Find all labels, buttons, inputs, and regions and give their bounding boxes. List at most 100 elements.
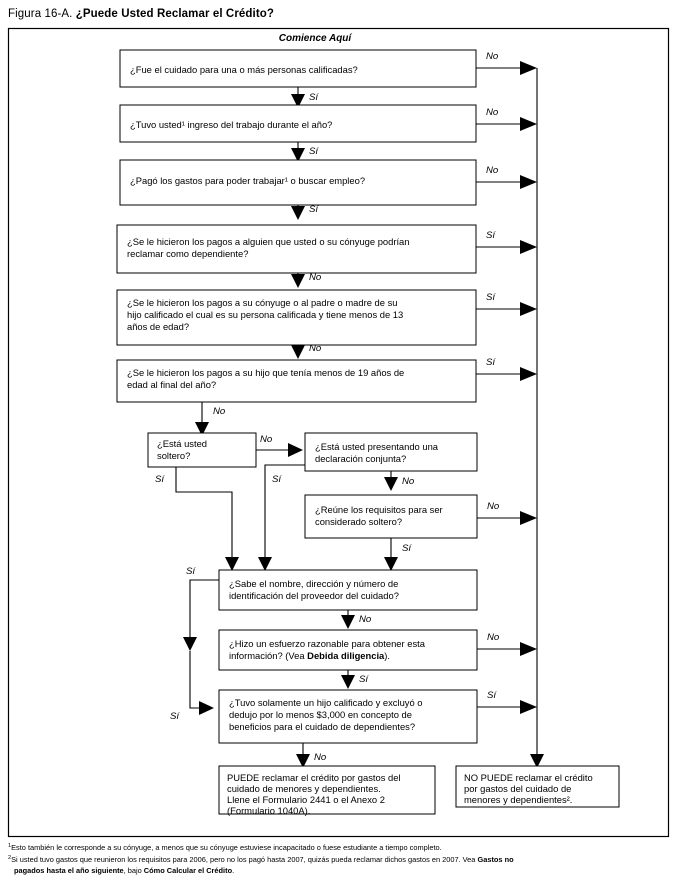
node-q12-line-2: dedujo por lo menos $3,000 en concepto d… <box>229 709 412 720</box>
edge-q1-no-arrowhead <box>520 61 537 75</box>
edge-q4-si-arrowhead <box>520 240 537 254</box>
footnote-2-end: . <box>232 866 234 875</box>
edge-q8-no-arrowhead <box>384 477 398 491</box>
edge-q9-no-arrowhead <box>520 511 537 525</box>
edge-q8-si-label: Sí <box>272 474 282 485</box>
edge-q2-si-label: Sí <box>309 146 319 157</box>
edge-q4-no-arrowhead <box>291 274 305 288</box>
edge-q11-no-arrowhead <box>520 642 537 656</box>
edge-q3-no-arrowhead <box>520 175 537 189</box>
edge-q2-no-label: No <box>486 107 499 118</box>
node-q8-line-1: ¿Está usted presentando una <box>315 441 439 452</box>
edge-q3-si-arrowhead <box>291 206 305 220</box>
edge-q5-no-label: No <box>309 343 322 354</box>
node-result-no-line-3: menores y dependientes². <box>464 794 572 805</box>
node-q7-line-2: soltero? <box>157 450 190 461</box>
node-q8[interactable] <box>304 432 478 472</box>
node-result-yes-line-1: PUEDE reclamar el crédito por gastos del <box>227 772 401 783</box>
node-result-yes-line-2: cuidado de menores y dependientes. <box>227 783 381 794</box>
node-q11-line-1: ¿Hizo un esfuerzo razonable para obtener… <box>229 638 426 649</box>
node-q6-line-2: edad al final del año? <box>127 379 216 390</box>
edge-q12-no-label: No <box>314 752 327 763</box>
node-q12[interactable] <box>218 689 478 744</box>
node-q11-line-2-plain-a: información? (Vea <box>229 650 307 661</box>
start-label: Comience Aquí <box>279 33 353 44</box>
node-result-yes[interactable] <box>218 765 436 815</box>
node-q1[interactable] <box>119 49 477 88</box>
node-q9-line-2: considerado soltero? <box>315 516 402 527</box>
footnote-2-bold-a: Gastos no <box>477 855 514 864</box>
footnote-2-bold-b: pagados hasta el año siguiente <box>14 866 124 875</box>
figure-border <box>7 27 670 838</box>
page-title: Figura 16-A. ¿Puede Usted Reclamar el Cr… <box>8 8 274 20</box>
edge-q10-si-arrowhead-end <box>199 701 214 715</box>
node-q6-line-1: ¿Se le hicieron los pagos a su hijo que … <box>127 367 404 378</box>
edge-q5-si-label: Sí <box>486 292 496 303</box>
collector-arrowhead <box>530 754 544 768</box>
edge-q10-si-arrowhead-mid <box>183 637 197 651</box>
node-q5-line-1: ¿Se le hicieron los pagos a su cónyuge o… <box>127 297 397 308</box>
edge-q12-si-label: Sí <box>487 690 497 701</box>
edge-q7-si <box>175 467 233 560</box>
edge-q3-no-label: No <box>486 165 499 176</box>
edge-q10-no-arrowhead <box>341 615 355 629</box>
edge-q5-si-arrowhead <box>520 302 537 316</box>
figure-number: Figura 16-A. <box>8 8 73 20</box>
footnote-1: 1Esto también le corresponde a su cónyug… <box>8 843 442 852</box>
node-q4-line-2: reclamar como dependiente? <box>127 248 248 259</box>
node-q5-line-3: años de edad? <box>127 321 189 332</box>
edge-q6-si-label: Sí <box>486 357 496 368</box>
node-q2-line-1: ¿Tuvo usted¹ ingreso del trabajo durante… <box>130 119 332 130</box>
edge-q12-no-arrowhead <box>296 754 310 768</box>
edge-q2-si-arrowhead <box>291 148 305 162</box>
edge-q9-si-label: Sí <box>402 543 412 554</box>
edge-q1-si-arrowhead <box>291 94 305 108</box>
node-q11-line-2-plain-b: ). <box>384 650 390 661</box>
edge-q2-no-arrowhead <box>520 117 537 131</box>
node-q12-line-1: ¿Tuvo solamente un hijo calificado y exc… <box>229 697 423 708</box>
node-q10[interactable] <box>218 569 478 611</box>
edge-q10-si-label-2: Sí <box>170 711 180 722</box>
footnote-2-plain: , bajo <box>124 866 144 875</box>
node-q4[interactable] <box>116 224 477 274</box>
edge-q5-no-arrowhead <box>291 345 305 359</box>
edge-q6-si-arrowhead <box>520 367 537 381</box>
node-q8-line-2: declaración conjunta? <box>315 453 406 464</box>
node-q4-line-1: ¿Se le hicieron los pagos a alguien que … <box>127 236 410 247</box>
edge-q8-no-label: No <box>402 476 415 487</box>
edge-q7-no-arrowhead <box>288 443 303 457</box>
node-q11[interactable] <box>218 629 478 671</box>
footnote-1-marker: 1 <box>8 843 11 849</box>
edge-q11-no-label: No <box>487 632 500 643</box>
node-q10-line-1: ¿Sabe el nombre, dirección y número de <box>229 578 398 589</box>
edge-q11-si-label: Sí <box>359 674 369 685</box>
edge-q3-si-label: Sí <box>309 204 319 215</box>
node-q2[interactable] <box>119 104 477 143</box>
footnote-2-line-1: 2Si usted tuvo gastos que reunieron los … <box>8 855 514 864</box>
node-q11-bold-term: Debida diligencia <box>307 650 385 661</box>
edge-q10-si-label: Sí <box>186 566 196 577</box>
edge-q10-si-upper <box>189 579 219 640</box>
node-q11-line-2: información? (Vea Debida diligencia). <box>229 650 390 661</box>
node-q7[interactable] <box>147 432 257 468</box>
node-result-no[interactable] <box>455 765 620 808</box>
node-result-no-line-1: NO PUEDE reclamar el crédito <box>464 772 593 783</box>
node-q5[interactable] <box>116 289 477 346</box>
footnote-2-marker: 2 <box>8 855 11 861</box>
edge-q7-si-label: Sí <box>155 474 165 485</box>
node-q6[interactable] <box>116 359 477 403</box>
node-q10-line-2: identificación del proveedor del cuidado… <box>229 590 399 601</box>
node-result-yes-line-4: (Formulario 1040A). <box>227 805 310 816</box>
edge-q9-si-arrowhead <box>384 557 398 571</box>
edge-q6-no-label: No <box>213 406 226 417</box>
node-result-yes-line-3: Llene el Formulario 2441 o el Anexo 2 <box>227 794 385 805</box>
node-q7-line-1: ¿Está usted <box>157 438 207 449</box>
node-q5-line-2: hijo calificado el cual es su persona ca… <box>127 309 403 320</box>
node-q9-line-1: ¿Reúne los requisitos para ser <box>315 504 443 515</box>
node-result-no-line-2: por gastos del cuidado de <box>464 783 571 794</box>
footnote-2-line-2: pagados hasta el año siguiente, bajo Cóm… <box>14 866 234 875</box>
footnote-2-bold-c: Cómo Calcular el Crédito <box>144 866 233 875</box>
edge-q12-si-arrowhead <box>520 700 537 714</box>
